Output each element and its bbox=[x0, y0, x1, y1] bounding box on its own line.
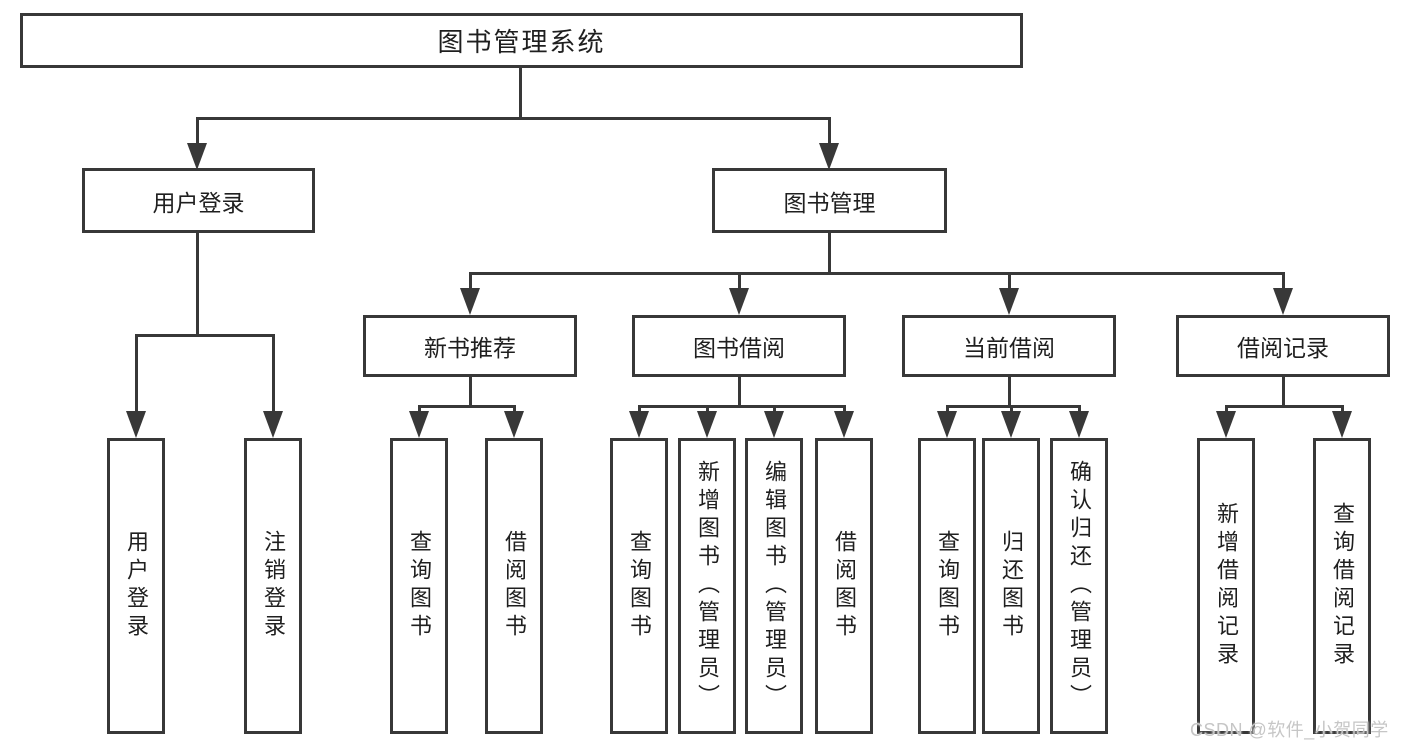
node-label: 用户登录 bbox=[152, 189, 245, 216]
node-query-books-recommend: 查询图书 bbox=[390, 438, 448, 734]
node-return-book: 归还图书 bbox=[982, 438, 1040, 734]
connector-line bbox=[737, 271, 741, 292]
connector-arrowhead bbox=[729, 288, 749, 315]
connector-line bbox=[1281, 375, 1285, 408]
connector-line bbox=[512, 404, 516, 414]
connector-line bbox=[827, 116, 831, 146]
connector-line bbox=[637, 404, 641, 414]
node-borrow-books-recommend: 借阅图书 bbox=[485, 438, 543, 734]
connector-line bbox=[945, 404, 1081, 408]
connector-line bbox=[827, 231, 831, 275]
node-borrow-books-borrowing: 借阅图书 bbox=[815, 438, 873, 734]
node-user-login: 用户登录 bbox=[82, 168, 315, 233]
connector-line bbox=[1077, 404, 1081, 414]
node-new-book-recommend: 新书推荐 bbox=[363, 315, 577, 377]
node-label: 注销登录 bbox=[261, 530, 286, 642]
node-label: 图书管理 bbox=[783, 189, 876, 216]
connector-arrowhead bbox=[504, 411, 524, 438]
connector-line bbox=[518, 66, 522, 120]
node-logout: 注销登录 bbox=[244, 438, 302, 734]
node-label: 新增借阅记录 bbox=[1214, 502, 1239, 670]
connector-line bbox=[195, 231, 199, 337]
node-user-login-action: 用户登录 bbox=[107, 438, 165, 734]
connector-line bbox=[195, 116, 199, 146]
node-query-books-current: 查询图书 bbox=[918, 438, 976, 734]
node-current-borrowing: 当前借阅 bbox=[902, 315, 1116, 377]
connector-arrowhead bbox=[937, 411, 957, 438]
connector-arrowhead bbox=[1332, 411, 1352, 438]
connector-line bbox=[417, 404, 421, 414]
connector-line bbox=[1340, 404, 1344, 414]
node-label: 用户登录 bbox=[124, 530, 149, 642]
connector-line bbox=[842, 404, 846, 414]
node-label: 借阅图书 bbox=[832, 530, 857, 642]
node-borrowing-records: 借阅记录 bbox=[1176, 315, 1390, 377]
connector-line bbox=[134, 333, 138, 414]
connector-line bbox=[468, 271, 1285, 275]
connector-arrowhead bbox=[1001, 411, 1021, 438]
connector-line bbox=[772, 404, 776, 414]
node-label: 查询借阅记录 bbox=[1330, 502, 1355, 670]
connector-arrowhead bbox=[187, 143, 207, 170]
connector-line bbox=[1009, 404, 1013, 414]
node-label: 借阅图书 bbox=[502, 530, 527, 642]
node-label: 查询图书 bbox=[627, 530, 652, 642]
connector-arrowhead bbox=[834, 411, 854, 438]
connector-line bbox=[705, 404, 709, 414]
node-book-management: 图书管理 bbox=[712, 168, 947, 233]
node-label: 归还图书 bbox=[999, 530, 1024, 642]
connector-line bbox=[1224, 404, 1228, 414]
connector-line bbox=[468, 271, 472, 292]
connector-line bbox=[468, 375, 472, 408]
connector-arrowhead bbox=[460, 288, 480, 315]
connector-line bbox=[417, 404, 516, 408]
watermark: CSDN @软件_小贺同学 bbox=[1190, 720, 1389, 740]
node-label: 查询图书 bbox=[935, 530, 960, 642]
node-label: 编辑图书（管理员） bbox=[762, 460, 787, 712]
node-label: 查询图书 bbox=[407, 530, 432, 642]
node-label: 新增图书（管理员） bbox=[695, 460, 720, 712]
connector-line bbox=[271, 333, 275, 414]
connector-arrowhead bbox=[1069, 411, 1089, 438]
connector-arrowhead bbox=[999, 288, 1019, 315]
connector-line bbox=[134, 333, 275, 337]
node-label: 确认归还（管理员） bbox=[1067, 460, 1092, 712]
connector-arrowhead bbox=[764, 411, 784, 438]
node-book-borrowing: 图书借阅 bbox=[632, 315, 846, 377]
node-add-borrow-record: 新增借阅记录 bbox=[1197, 438, 1255, 734]
node-library-system: 图书管理系统 bbox=[20, 13, 1023, 68]
connector-line bbox=[945, 404, 949, 414]
connector-arrowhead bbox=[263, 411, 283, 438]
node-label: 借阅记录 bbox=[1237, 335, 1329, 361]
connector-arrowhead bbox=[819, 143, 839, 170]
connector-line bbox=[737, 375, 741, 408]
node-confirm-return-admin: 确认归还（管理员） bbox=[1050, 438, 1108, 734]
node-query-books-borrowing: 查询图书 bbox=[610, 438, 668, 734]
node-label: 图书管理系统 bbox=[437, 27, 606, 57]
node-label: 当前借阅 bbox=[963, 335, 1055, 361]
connector-arrowhead bbox=[629, 411, 649, 438]
connector-arrowhead bbox=[1273, 288, 1293, 315]
connector-line bbox=[1007, 375, 1011, 408]
connector-line bbox=[1224, 404, 1344, 408]
connector-line bbox=[195, 116, 831, 120]
connector-arrowhead bbox=[697, 411, 717, 438]
connector-arrowhead bbox=[126, 411, 146, 438]
connector-line bbox=[637, 404, 846, 408]
connector-line bbox=[1281, 271, 1285, 292]
node-label: 新书推荐 bbox=[424, 335, 516, 361]
node-query-borrow-record: 查询借阅记录 bbox=[1313, 438, 1371, 734]
connector-arrowhead bbox=[1216, 411, 1236, 438]
connector-line bbox=[1007, 271, 1011, 292]
node-add-book-admin: 新增图书（管理员） bbox=[678, 438, 736, 734]
node-edit-book-admin: 编辑图书（管理员） bbox=[745, 438, 803, 734]
node-label: 图书借阅 bbox=[693, 335, 785, 361]
connector-arrowhead bbox=[409, 411, 429, 438]
